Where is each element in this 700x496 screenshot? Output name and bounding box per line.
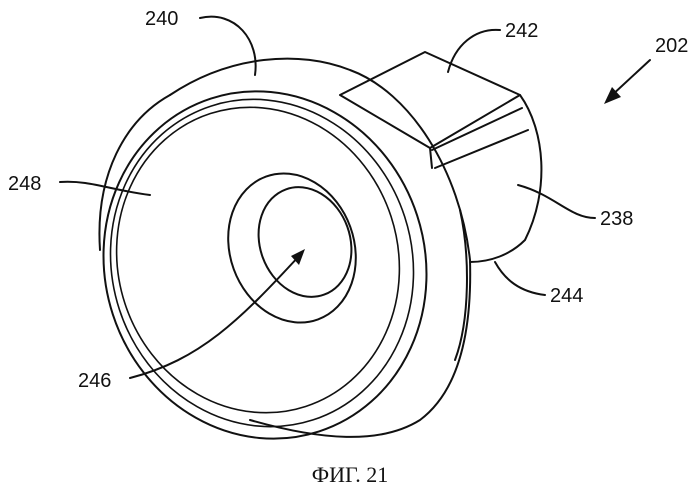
label-244: 244	[550, 285, 583, 307]
label-240: 240	[145, 8, 178, 30]
label-246: 246	[78, 370, 111, 392]
rear-boss	[340, 52, 541, 262]
central-recess	[208, 155, 377, 340]
label-248: 248	[8, 173, 41, 195]
label-242: 242	[505, 20, 538, 42]
label-238: 238	[600, 208, 633, 230]
leader-240	[200, 17, 256, 75]
leader-244	[495, 262, 545, 295]
label-202: 202	[655, 35, 688, 57]
leader-238	[518, 185, 595, 218]
figure-caption: ФИГ. 21	[312, 462, 389, 487]
disc-body	[99, 59, 470, 437]
